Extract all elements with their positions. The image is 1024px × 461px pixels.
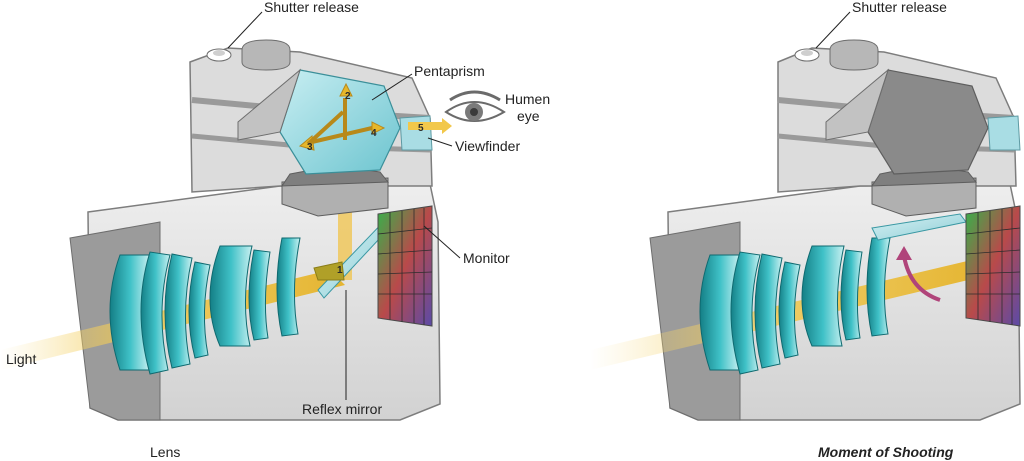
- left-shutter-release-top: [213, 50, 225, 56]
- left-shutter-leader: [227, 11, 263, 49]
- reflex-mirror-label: Reflex mirror: [302, 401, 382, 417]
- mirror-flip-arrowhead: [896, 246, 912, 260]
- right-image-sensor: [965, 205, 1021, 327]
- right-prism-housing: [825, 68, 890, 141]
- right-shutter-release-label: Shutter release: [852, 0, 947, 15]
- right-shutter-leader: [815, 11, 851, 49]
- left-lens-elements: [109, 237, 301, 375]
- right-pentaprism: [867, 69, 989, 175]
- left-camera: 1 2 3 4 5: [0, 0, 550, 460]
- step-1: 1: [337, 265, 343, 276]
- left-image-sensor: [377, 205, 433, 327]
- step-5: 5: [418, 123, 424, 134]
- pentaprism-leader: [371, 73, 413, 101]
- right-eyepiece: [987, 115, 1021, 151]
- step-2: 2: [345, 91, 351, 102]
- right-mode-dial: [829, 39, 879, 71]
- humen-eye-label-1: Humen: [505, 91, 550, 107]
- step-4: 4: [371, 128, 377, 139]
- viewfinder-leader: [427, 137, 453, 147]
- lens-label: Lens: [150, 444, 180, 460]
- viewfinder-label: Viewfinder: [455, 138, 520, 154]
- step-3: 3: [307, 142, 313, 153]
- left-mode-dial: [241, 39, 291, 71]
- eye-icon: [444, 90, 506, 122]
- humen-eye-label-2: eye: [517, 108, 540, 124]
- right-lens-elements: [699, 237, 891, 375]
- monitor-leader: [423, 225, 461, 259]
- light-label: Light: [6, 351, 36, 367]
- left-pentaprism: [279, 69, 401, 175]
- mirror-flip-arrow: [902, 255, 941, 302]
- right-camera: Shutter release Moment of Shooting: [590, 0, 1021, 460]
- left-shutter-release-label: Shutter release: [264, 0, 359, 15]
- pentaprism-label: Pentaprism: [414, 63, 485, 79]
- left-light-path: [298, 82, 452, 281]
- left-eyepiece: [399, 115, 433, 151]
- moment-of-shooting-caption: Moment of Shooting: [818, 444, 954, 460]
- right-shutter-release-top: [801, 50, 813, 56]
- left-prism-housing: [237, 68, 302, 141]
- monitor-label: Monitor: [463, 250, 510, 266]
